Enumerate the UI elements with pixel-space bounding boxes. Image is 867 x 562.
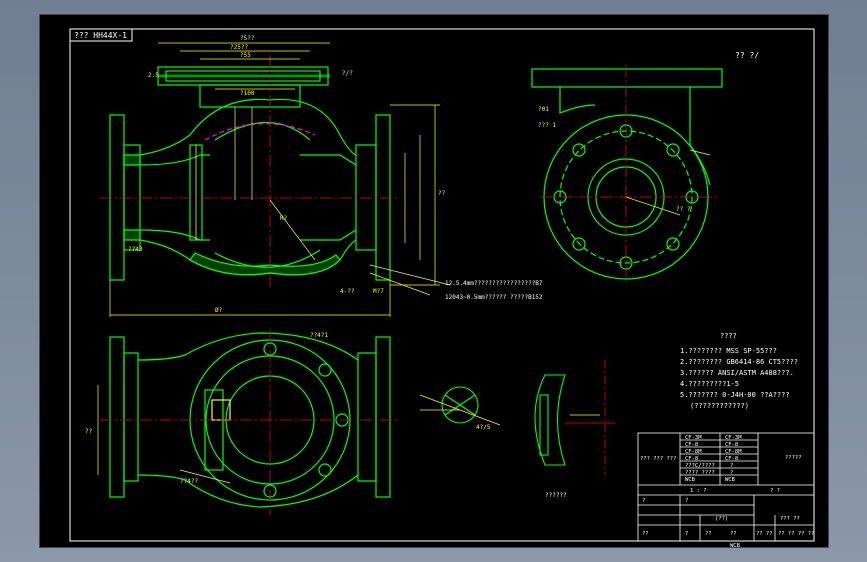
detail-view-left	[419, 386, 501, 426]
tb-bottom-6: ?? ?? ?? ??	[778, 531, 814, 537]
tech-note-3: 3.?????? ANSI/ASTM A488???.	[680, 369, 794, 377]
tb-bottom-4: ??	[730, 531, 737, 537]
tb-mid-2: ?	[685, 498, 688, 504]
tb-row-3-a: CF-8M	[685, 449, 702, 455]
callout-note-1: 12.5.4mm?????????????????B7	[445, 280, 543, 287]
tb-bottom-5: ?? ??	[756, 531, 773, 537]
tb-row-2-b: CF-8	[725, 442, 738, 448]
dim-inner: ?55	[240, 52, 251, 59]
bottom-dim-len: ??4?1	[310, 332, 328, 339]
tb-row-4-a: CF-8	[685, 456, 698, 462]
tb-bottom-2: ?	[685, 531, 688, 537]
cad-drawing: ??? HH44X-1 ?? ?/	[69, 28, 815, 549]
bottom-view	[97, 330, 400, 515]
title-block-title: ?????	[785, 455, 802, 461]
code-box	[69, 28, 133, 42]
side-dim-b: ??? 1	[538, 122, 556, 129]
tech-note-4: 4.?????????1-5	[680, 380, 739, 388]
tech-note-2: 2.???????? GB6414-86 CT5????	[680, 358, 798, 366]
tb-mid-4: ??? ??	[780, 516, 800, 522]
bottom-dim-label: ??4??	[180, 478, 198, 485]
tech-note-sub: (????????????)	[690, 402, 749, 410]
dim-top: ?5??	[240, 35, 255, 42]
tb-mid-1: ?	[642, 498, 645, 504]
dim-small: ?/?	[342, 70, 353, 77]
dim-h1: 2.5	[148, 72, 159, 79]
detail-label-2: 4?/5	[476, 424, 491, 431]
tb-row-label: ??? ??? ???	[640, 456, 676, 462]
tb-bottom-3: ??	[705, 531, 712, 537]
callout-note-2: 12043~0.5mm?????? ?????B152	[445, 294, 543, 301]
drawing-sheet: ??? HH44X-1 ?? ?/	[39, 14, 829, 549]
tb-row-5-a: ???C/????	[685, 463, 715, 469]
tb-ratio-1: 1 : ?	[690, 488, 707, 494]
dim-total-length: Ø?	[215, 307, 223, 314]
title-block-cells: ????? CF-3M CF-3M CF-8 CF-8 CF-8M CF-8M …	[640, 435, 814, 549]
dim-len: ??43	[128, 246, 143, 253]
tb-row-7-a: WCB	[685, 477, 696, 483]
tb-mid-3: (??)	[715, 516, 728, 522]
side-dim-angle: ?? ?	[676, 206, 691, 213]
tech-note-5: 5.??????? 0-J4H-00 ??A????	[680, 391, 790, 399]
dim-r: R?	[280, 215, 288, 222]
dim-hole: 4-??	[340, 288, 355, 295]
title-block	[637, 432, 815, 542]
tb-row-1-a: CF-3M	[685, 435, 702, 441]
front-section-view	[100, 42, 451, 317]
tech-notes-title: ????	[720, 332, 737, 340]
bottom-dim-h: ??	[85, 428, 93, 435]
drawing-code: ??? HH44X-1	[74, 31, 127, 40]
tb-bottom-1: ??	[642, 531, 649, 537]
side-view	[531, 65, 723, 285]
detail-label-1: ??????	[545, 492, 567, 499]
dim-m: M?7	[373, 288, 384, 295]
tb-row-5-b: ?	[730, 463, 733, 469]
dim-flange: ?25??	[230, 44, 248, 51]
corner-text: ?? ?/	[735, 51, 759, 60]
tb-row-1-b: CF-3M	[725, 435, 742, 441]
tb-row-7-b: WCB	[725, 477, 736, 483]
tb-drawing-no: WCB	[730, 543, 741, 549]
tb-row-6-b: ?	[730, 470, 733, 476]
side-dim-a: ?01	[538, 106, 549, 113]
tb-ratio-2: ? ?	[770, 488, 780, 494]
dim-right: ??	[438, 190, 446, 197]
tb-row-6-a: ???? ????	[685, 470, 715, 476]
frame-border	[69, 28, 815, 542]
tb-row-4-b: CF-8	[725, 456, 738, 462]
tb-row-3-b: CF-8M	[725, 449, 742, 455]
tech-note-1: 1.???????? MSS SP-55???	[680, 347, 777, 355]
tb-row-2-a: CF-8	[685, 442, 698, 448]
detail-view-right	[534, 360, 615, 475]
dim-mid: ?100	[240, 90, 255, 97]
